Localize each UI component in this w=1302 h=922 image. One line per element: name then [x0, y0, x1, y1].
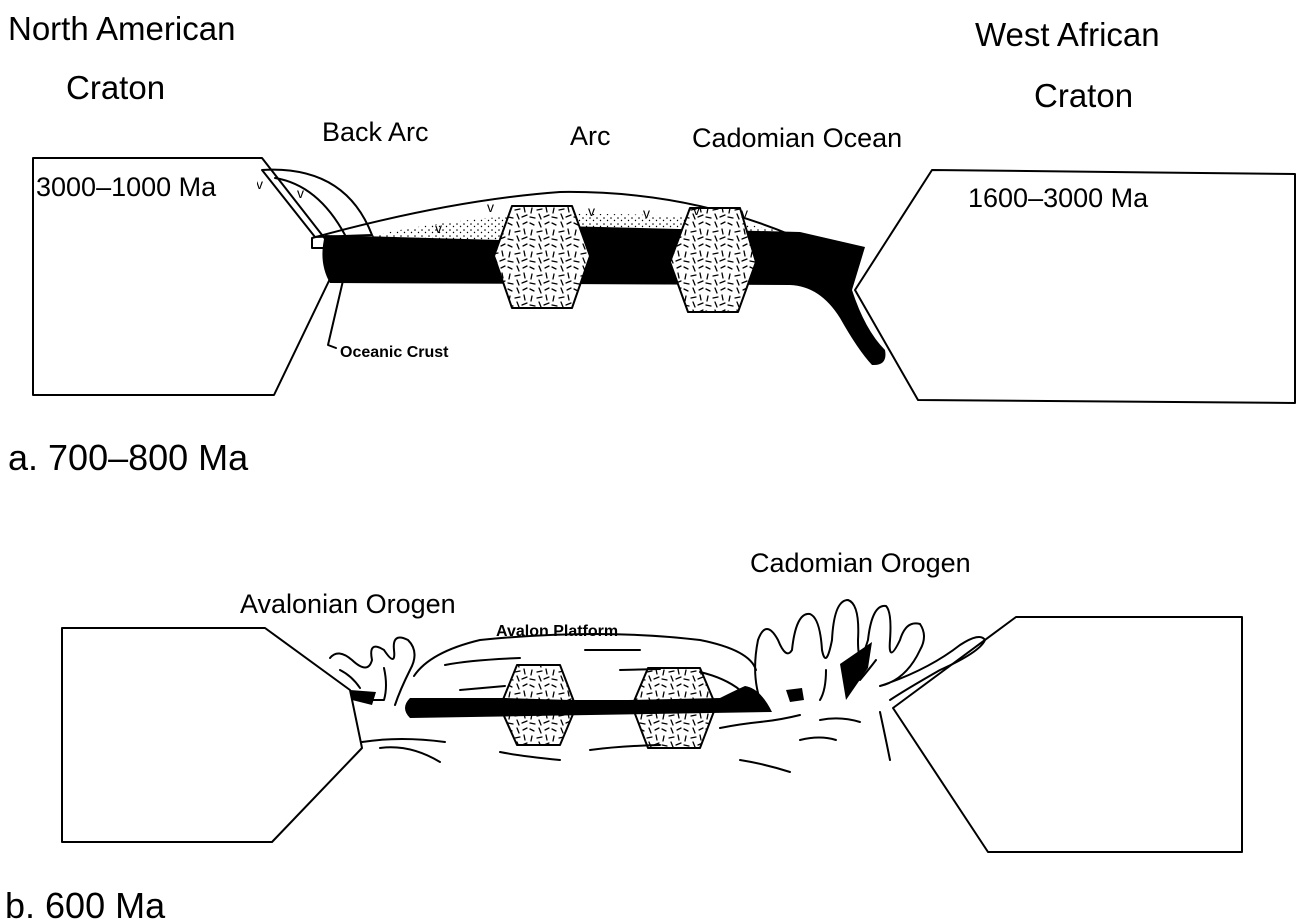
volcano-symbol: v: [297, 185, 304, 201]
volcano-symbol: v: [487, 199, 494, 215]
right-craton-title-line2: Craton: [1034, 77, 1133, 114]
cadomian-orogen-label: Cadomian Orogen: [750, 548, 971, 578]
panel-a: North American Craton West African Crato…: [8, 10, 1295, 478]
right-craton-age: 1600–3000 Ma: [968, 183, 1149, 213]
volcano-symbol: v: [693, 202, 700, 218]
left-craton-title-line2: Craton: [66, 69, 165, 106]
avalonian-orogen-label: Avalonian Orogen: [240, 589, 456, 619]
left-craton-title-line1: North American: [8, 10, 235, 47]
right-craton-block: [893, 617, 1242, 852]
cadomian-black-lens-2: [786, 688, 804, 702]
oceanic-crust-leader-line: [328, 272, 345, 348]
caption-a: a. 700–800 Ma: [8, 437, 249, 478]
left-craton-block: [62, 628, 362, 842]
volcano-symbol: v: [435, 220, 442, 236]
volcano-symbol: v: [643, 205, 650, 221]
right-craton-title-line1: West African: [975, 16, 1160, 53]
oceanic-crust-label: Oceanic Crust: [340, 344, 449, 361]
left-craton-age: 3000–1000 Ma: [36, 172, 217, 202]
avalonian-black-lens: [350, 690, 376, 705]
back-arc-label: Back Arc: [322, 117, 429, 147]
caption-b: b. 600 Ma: [5, 885, 166, 922]
cadomian-ocean-label: Cadomian Ocean: [692, 123, 902, 153]
volcano-symbol: v: [588, 203, 595, 219]
avalon-platform-outline: [414, 634, 756, 676]
panel-b: Cadomian Orogen Avalonian Orogen Avalon …: [5, 548, 1242, 922]
volcano-symbol: v: [256, 176, 263, 192]
volcano-symbol: v: [741, 205, 748, 221]
arc-label: Arc: [570, 121, 611, 151]
